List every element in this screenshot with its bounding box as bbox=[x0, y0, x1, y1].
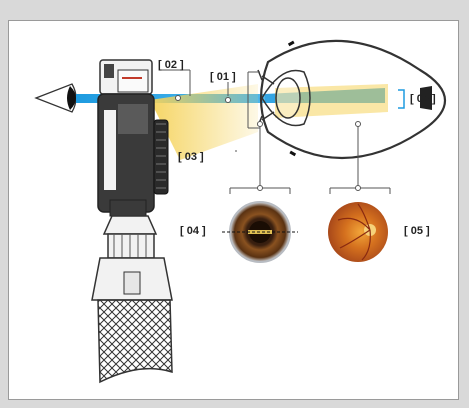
diagram-panel bbox=[8, 20, 459, 400]
bracket-02 bbox=[160, 69, 191, 101]
anterior-eye-view bbox=[222, 201, 298, 263]
bracket-04 bbox=[229, 71, 291, 194]
label-05-bottom: [ 05 ] bbox=[404, 225, 430, 237]
bracket-05-top bbox=[398, 89, 405, 109]
viewer-eye bbox=[34, 83, 77, 113]
fundus-view bbox=[328, 202, 388, 262]
label-01: [ 01 ] bbox=[210, 71, 236, 83]
bracket-01 bbox=[225, 82, 231, 103]
label-02: [ 02 ] bbox=[158, 59, 184, 71]
label-04: [ 04 ] bbox=[180, 225, 206, 237]
bracket-05-bottom bbox=[329, 121, 391, 194]
ophthalmoscope-handle bbox=[91, 215, 173, 384]
label-05-top: [ 05 ] bbox=[410, 93, 436, 105]
ophthalmoscope-head bbox=[97, 59, 169, 217]
label-03: [ 03 ] bbox=[178, 151, 204, 163]
yellow-light-fan bbox=[150, 84, 258, 160]
yellow-beam-inside-eye bbox=[275, 84, 388, 118]
